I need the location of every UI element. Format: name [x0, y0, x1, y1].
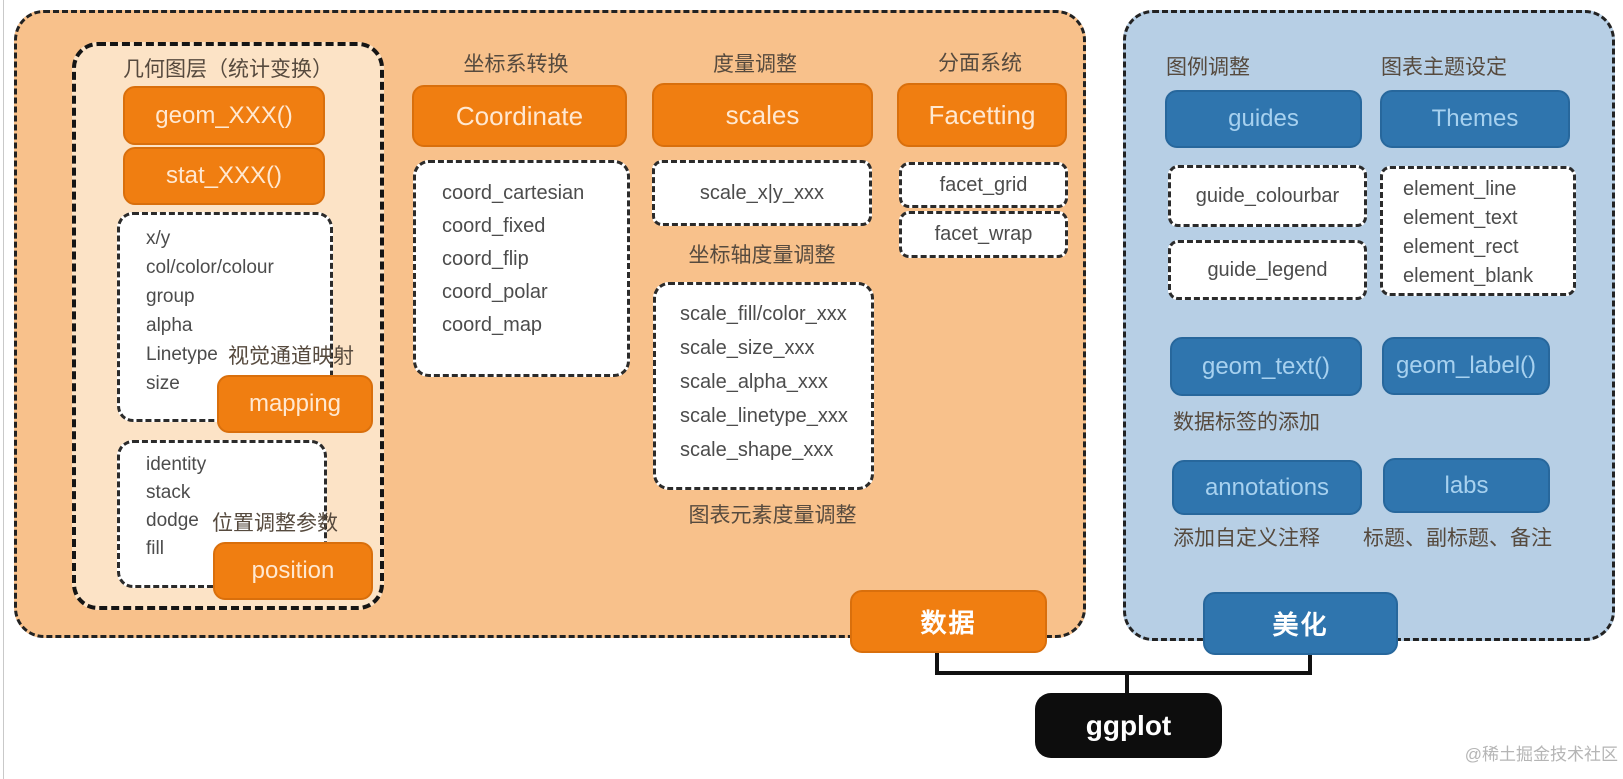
- stat-xxx-button: stat_XXX(): [123, 147, 325, 205]
- list-item: coord_fixed: [442, 215, 546, 237]
- scales-button: scales: [652, 83, 873, 147]
- guides-heading: 图例调整: [1166, 56, 1250, 79]
- mapping-button: mapping: [217, 375, 373, 433]
- annotations-button: annotations: [1172, 460, 1362, 515]
- list-item: coord_cartesian: [442, 182, 585, 204]
- list-item: identity: [146, 454, 207, 475]
- scales-heading: 度量调整: [713, 53, 797, 76]
- list-item: coord_map: [442, 314, 543, 336]
- scale-element-box: scale_fill/color_xxx scale_size_xxx scal…: [653, 282, 874, 490]
- list-item: element_rect: [1403, 236, 1519, 258]
- list-item: x/y: [146, 228, 171, 249]
- labs-button: labs: [1383, 458, 1550, 513]
- list-item: element_text: [1403, 207, 1518, 229]
- visual-channel-note: 视觉通道映射: [228, 345, 354, 368]
- connector-horizontal: [935, 671, 1312, 675]
- geom-text-button: geom_text(): [1170, 337, 1362, 396]
- geom-label-button: geom_label(): [1382, 337, 1550, 395]
- beautify-node-button: 美化: [1203, 592, 1398, 655]
- geom-xxx-button: geom_XXX(): [123, 86, 325, 145]
- coordinate-list-box: coord_cartesian coord_fixed coord_flip c…: [413, 160, 630, 377]
- guide-legend-box: guide_legend: [1168, 240, 1367, 300]
- list-item: scale_shape_xxx: [680, 439, 834, 461]
- facet-grid-box: facet_grid: [899, 162, 1068, 208]
- element-scale-caption: 图表元素度量调整: [688, 504, 857, 527]
- facet-heading: 分面系统: [938, 52, 1022, 75]
- connector-root-drop: [1125, 671, 1129, 695]
- watermark: @稀土掘金技术社区: [1464, 745, 1618, 764]
- list-item: col/color/colour: [146, 257, 274, 278]
- data-label-caption: 数据标签的添加: [1173, 411, 1320, 434]
- scale-xy-box: scale_x|y_xxx: [652, 160, 872, 226]
- list-item: fill: [146, 538, 164, 559]
- ggplot-root-node: ggplot: [1035, 693, 1222, 758]
- facetting-button: Facetting: [897, 83, 1067, 147]
- coordinate-button: Coordinate: [412, 85, 627, 147]
- list-item: stack: [146, 482, 191, 503]
- list-item: element_blank: [1403, 265, 1534, 287]
- list-item: scale_alpha_xxx: [680, 371, 828, 393]
- list-item: Linetype: [146, 344, 218, 365]
- themes-heading: 图表主题设定: [1381, 56, 1507, 79]
- position-param-note: 位置调整参数: [212, 512, 338, 535]
- list-item: scale_linetype_xxx: [680, 405, 848, 427]
- guides-button: guides: [1165, 90, 1362, 148]
- connector-beautify-drop: [1308, 655, 1312, 675]
- themes-button: Themes: [1380, 90, 1570, 148]
- labs-caption: 标题、副标题、备注: [1363, 527, 1552, 550]
- facet-wrap-box: facet_wrap: [899, 211, 1068, 258]
- data-node-button: 数据: [850, 590, 1047, 653]
- list-item: size: [146, 373, 180, 394]
- position-button: position: [213, 542, 373, 600]
- list-item: scale_fill/color_xxx: [680, 303, 847, 325]
- axis-scale-caption: 坐标轴度量调整: [688, 244, 836, 267]
- list-item: dodge: [146, 510, 199, 531]
- list-item: coord_polar: [442, 281, 548, 303]
- list-item: scale_size_xxx: [680, 337, 815, 359]
- coordinate-heading: 坐标系转换: [463, 53, 569, 76]
- theme-element-box: element_line element_text element_rect e…: [1380, 166, 1576, 296]
- list-item: alpha: [146, 315, 193, 336]
- geometry-layer-heading: 几何图层（统计变换）: [123, 58, 333, 81]
- list-item: coord_flip: [442, 248, 529, 270]
- annotations-caption: 添加自定义注释: [1173, 527, 1320, 550]
- list-item: group: [146, 286, 195, 307]
- screen-edge-line: [3, 0, 4, 779]
- guide-colourbar-box: guide_colourbar: [1168, 165, 1367, 227]
- list-item: element_line: [1403, 178, 1517, 200]
- connector-data-drop: [935, 653, 939, 675]
